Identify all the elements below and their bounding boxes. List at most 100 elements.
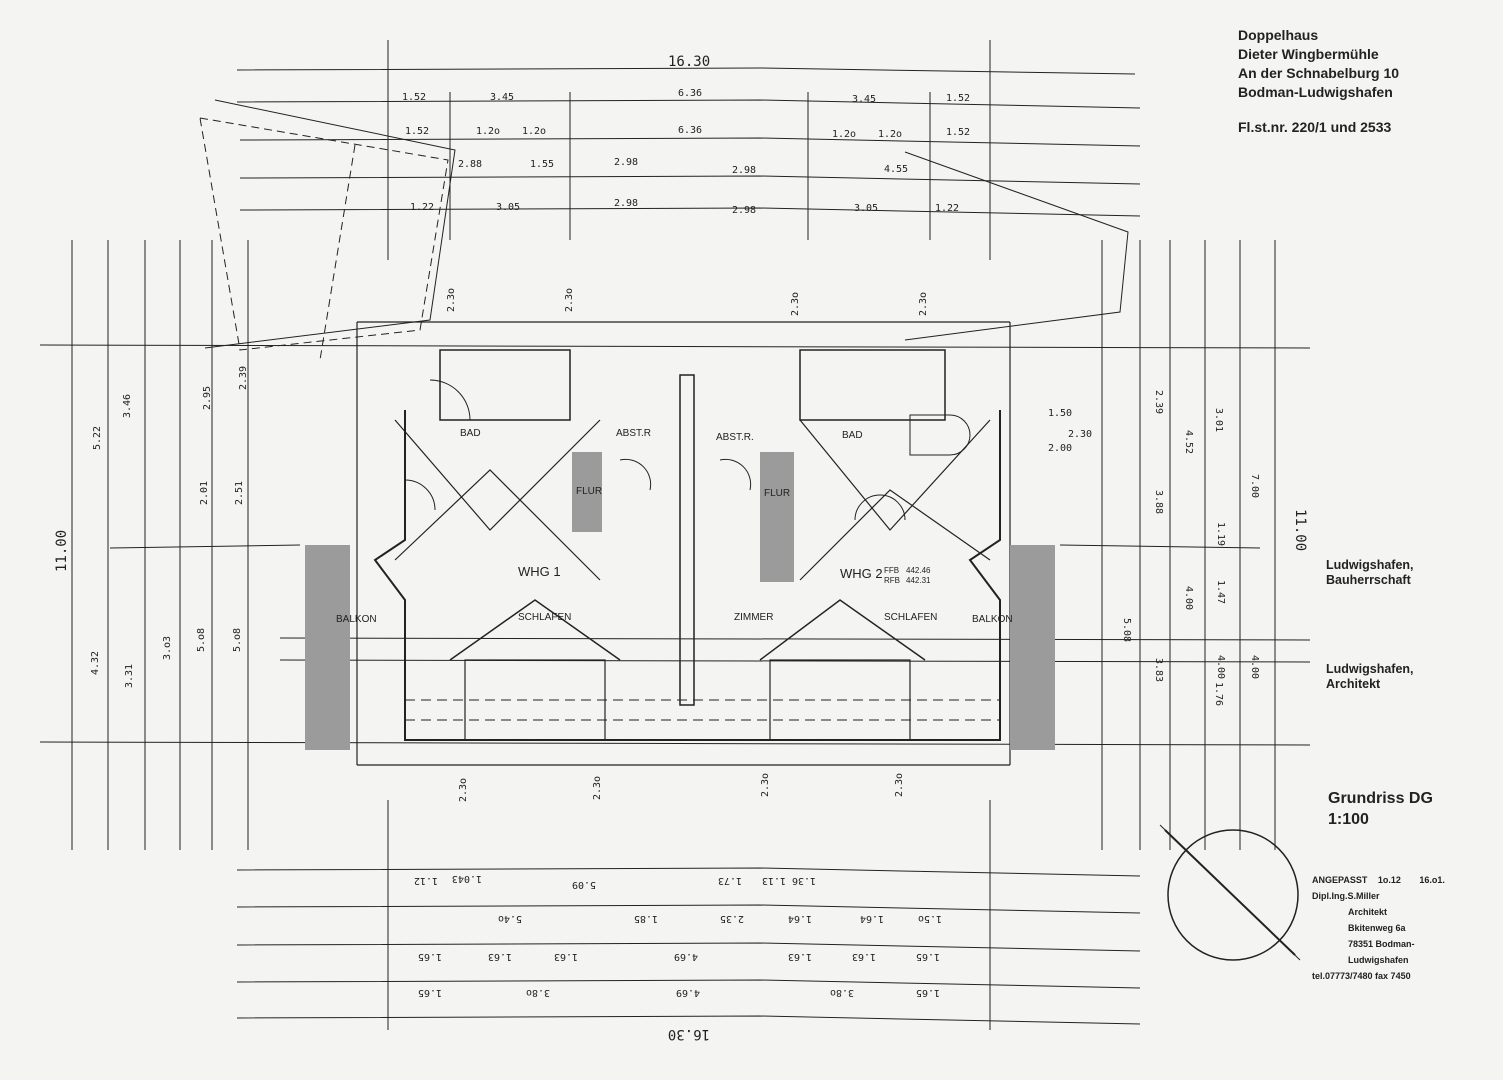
architect-stamp: ANGEPASST 1o.12 16.o1. Dipl.Ing.S.Miller… (1312, 872, 1445, 984)
dim-height-2: 2.3o (790, 292, 801, 316)
dim-bot-r3-6: 1.65 (916, 951, 940, 962)
dim-height-0: 2.3o (446, 288, 457, 312)
dim-top-r1-1: 3.45 (490, 92, 514, 103)
dim-total-left: 11.00 (54, 530, 70, 572)
parcel-number: Fl.st.nr. 220/1 und 2533 (1238, 119, 1392, 135)
dim-height-1: 2.3o (564, 288, 575, 312)
dim-total-right: 11.00 (1292, 509, 1308, 551)
dim-bot-r4-1: 3.8o (526, 987, 550, 998)
dim-bot-r3-0: 1.65 (418, 951, 442, 962)
dim-left-2: 2.95 (202, 386, 213, 410)
room-bad-left: BAD (460, 428, 481, 439)
stamp-street: Bkitenweg 6a (1348, 923, 1406, 933)
dim-left-1: 3.46 (122, 394, 133, 418)
dim-bot-r2-5: 1.5o (918, 913, 942, 924)
title-block: Doppelhaus Dieter Wingbermühle An der Sc… (1238, 26, 1399, 137)
title-line-3: An der Schnabelburg 10 (1238, 65, 1400, 81)
level-rfb-value: 442.31 (906, 576, 931, 585)
dim-top-r4-1: 3.05 (496, 202, 520, 213)
dim-bot-r3-1: 1.63 (488, 951, 512, 962)
dim-bot-r2-2: 2.35 (720, 913, 744, 924)
dim-bot-r4-4: 1.65 (916, 987, 940, 998)
dim-left-10: 4.32 (90, 651, 101, 675)
stamp-date-1: 1o.12 (1377, 875, 1401, 885)
dim-top-r2-1: 1.2o (476, 126, 500, 137)
dim-right-6: 1.47 (1215, 580, 1226, 604)
dim-bot-r4-2: 4.69 (676, 987, 700, 998)
dim-left-3: 2.39 (238, 366, 249, 390)
owner-signature-block: Ludwigshafen, Bauherrschaft (1326, 558, 1414, 588)
dim-bheight-1: 2.3o (592, 776, 603, 800)
dim-right-15: 2.00 (1048, 443, 1072, 454)
room-zimmer: ZIMMER (734, 612, 773, 623)
dim-bheight-0: 2.3o (458, 778, 469, 802)
dim-left-0: 5.22 (92, 426, 103, 450)
dim-right-5: 1.19 (1215, 522, 1226, 546)
dim-top-r2-2: 1.2o (522, 126, 546, 137)
title-line-1: Doppelhaus (1238, 27, 1319, 43)
room-flur-right: FLUR (764, 488, 790, 499)
room-balkon-left: BALKON (336, 614, 377, 625)
architect-signature-block: Ludwigshafen, Architekt (1326, 662, 1414, 692)
dim-bot-r1-3: 1.73 (718, 875, 742, 886)
dim-top-r1-4: 1.52 (946, 93, 970, 104)
level-ffb-value: 442.46 (906, 566, 931, 575)
dim-bot-r3-5: 1.63 (852, 951, 876, 962)
dim-right-13: 1.50 (1048, 408, 1072, 419)
dim-top-r3-1: 1.55 (530, 159, 554, 170)
dim-bot-r3-2: 1.63 (554, 951, 578, 962)
dim-right-1: 4.52 (1183, 430, 1194, 454)
dim-right-8: 4.00 (1215, 655, 1226, 679)
dim-right-0: 2.39 (1153, 390, 1164, 414)
architect-role: Architekt (1326, 677, 1381, 691)
dim-height-3: 2.3o (918, 292, 929, 316)
dim-right-3: 7.00 (1249, 474, 1260, 498)
dim-right-2: 3.01 (1213, 408, 1224, 432)
dim-left-8: 3.o3 (162, 636, 173, 660)
architect-place: Ludwigshafen, (1326, 662, 1414, 676)
dim-line-top-1 (236, 67, 1136, 75)
dim-top-r4-5: 1.22 (935, 203, 959, 214)
dim-top-r3-2: 2.98 (614, 157, 638, 168)
dim-right-10: 3.83 (1153, 658, 1164, 682)
room-flur-left: FLUR (576, 486, 602, 497)
dim-line-top-4 (239, 175, 1141, 185)
dim-top-r4-4: 3.05 (854, 203, 878, 214)
room-abstr-left: ABST.R (616, 428, 651, 439)
dim-bheight-3: 2.3o (894, 773, 905, 797)
room-schlafen-right: SCHLAFEN (884, 612, 937, 623)
level-ffb: FFB (884, 566, 899, 575)
dim-top-r2-0: 1.52 (405, 126, 429, 137)
balkon-left-hatch (305, 545, 350, 750)
owner-place: Ludwigshafen, (1326, 558, 1414, 572)
flur-right-hatch (760, 452, 794, 582)
stamp-date-2: 16.o1. (1419, 875, 1445, 885)
room-abstr-right: ABST.R. (716, 432, 754, 443)
dim-top-r1-2: 6.36 (678, 88, 702, 99)
dim-left-5: 2.51 (234, 481, 245, 505)
dim-bot-r3-3: 4.69 (674, 951, 698, 962)
flur-left-hatch (572, 452, 602, 532)
sheet-name: Grundriss DG (1328, 790, 1433, 807)
sheet-title-block: Grundriss DG 1:100 (1328, 788, 1433, 830)
dim-bot-r2-4: 1.64 (860, 913, 884, 924)
dim-bot-r4-3: 3.8o (830, 987, 854, 998)
stamp-phone: tel.07773/7480 fax 7450 (1312, 971, 1411, 981)
dim-top-r3-4: 4.55 (884, 164, 908, 175)
dim-bot-r1-0: 1.12 (414, 875, 438, 886)
dim-top-r2-3: 6.36 (678, 125, 702, 136)
room-schlafen-left: SCHLAFEN (518, 612, 571, 623)
dim-top-r1-0: 1.52 (402, 92, 426, 103)
stamp-adapted: ANGEPASST (1312, 875, 1368, 885)
dim-bot-r1-5: 1.36 (792, 875, 816, 886)
dim-right-4: 3.88 (1153, 490, 1164, 514)
dim-top-r2-4: 1.2o (832, 129, 856, 140)
dim-bot-r2-1: 1.85 (634, 913, 658, 924)
dim-right-7: 4.00 (1183, 586, 1194, 610)
stamp-name: Dipl.Ing.S.Miller (1312, 891, 1380, 901)
dim-right-9: 4.00 (1249, 655, 1260, 679)
dim-line-top-3 (239, 137, 1141, 147)
dim-left-7: 5.o8 (232, 628, 243, 652)
dim-top-r4-3: 2.98 (732, 205, 756, 216)
dim-bheight-2: 2.3o (760, 773, 771, 797)
